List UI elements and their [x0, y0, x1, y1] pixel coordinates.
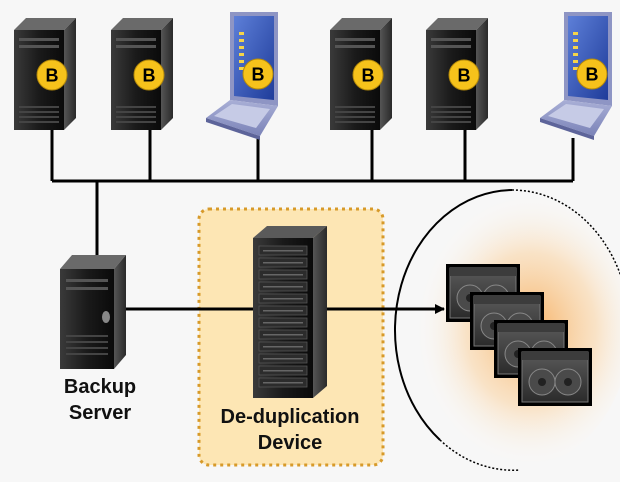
client-server-icon: B	[111, 18, 173, 130]
backup-agent-badge: B	[448, 59, 480, 91]
dedup-device-label: De-duplication Device	[200, 404, 380, 456]
backup-agent-badge: B	[576, 58, 608, 90]
dedup-device-icon	[253, 226, 327, 398]
client-laptop-icon: B	[540, 12, 612, 140]
backup-server-label-line2: Server	[68, 402, 132, 424]
backup-agent-badge: B	[133, 59, 165, 91]
backup-server-label: Backup Server	[30, 374, 170, 426]
client-server-icon: B	[14, 18, 76, 130]
tape-cartridges	[446, 264, 592, 406]
network-bus	[50, 128, 575, 260]
badge-letter: B	[362, 66, 375, 86]
dedup-device-label-line2: Device	[257, 432, 323, 454]
backup-agent-badge: B	[36, 59, 68, 91]
badge-letter: B	[46, 66, 59, 86]
client-laptop-icon: B	[206, 12, 278, 140]
badge-letter: B	[458, 66, 471, 86]
badge-letter: B	[586, 65, 599, 85]
badge-letter: B	[143, 66, 156, 86]
client-server-icon: B	[330, 18, 392, 130]
client-server-icon: B	[426, 18, 488, 130]
backup-agent-badge: B	[352, 59, 384, 91]
backup-agent-badge: B	[242, 58, 274, 90]
dedup-device-label-line1: De-duplication	[220, 406, 360, 428]
backup-server-icon	[60, 255, 126, 369]
badge-letter: B	[252, 65, 265, 85]
tape-cartridge-icon	[518, 348, 592, 406]
backup-server-label-line1: Backup	[63, 376, 137, 398]
